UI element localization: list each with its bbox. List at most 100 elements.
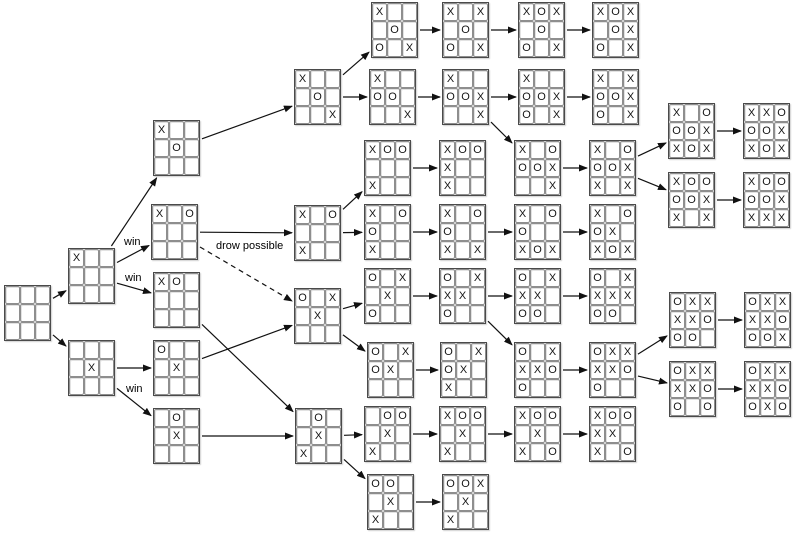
cell-H5-7-o-mark: O <box>605 305 620 323</box>
cell-D2-7-empty <box>310 242 325 260</box>
cell-A-7-empty <box>20 322 35 340</box>
cell-C4-3-empty <box>154 359 169 377</box>
cell-I1-2-o-mark: O <box>699 104 714 122</box>
cell-E5-5-empty <box>395 287 410 305</box>
cell-H2-1-empty <box>608 70 623 88</box>
cell-E2-0-x-mark: X <box>370 70 385 88</box>
cell-H1-0-x-mark: X <box>593 3 608 21</box>
cell-J1-8-x-mark: X <box>774 140 789 158</box>
cell-H6-0-o-mark: O <box>590 343 605 361</box>
cell-G5-8-empty <box>545 305 560 323</box>
cell-F7-4-x-mark: X <box>455 425 470 443</box>
cell-D3-6-empty <box>295 325 310 343</box>
cell-D1-3-empty <box>295 88 310 106</box>
cell-C3-3-empty <box>154 291 169 309</box>
cell-E5-6-o-mark: O <box>365 305 380 323</box>
cell-C4-7-empty <box>169 377 184 395</box>
cell-F4-6-x-mark: X <box>440 241 455 259</box>
cell-G1-5-empty <box>549 21 564 39</box>
cell-C1-6-empty <box>154 157 169 175</box>
cell-F8-4-x-mark: X <box>458 493 473 511</box>
cell-E5-3-empty <box>365 287 380 305</box>
cell-G4-5-empty <box>545 223 560 241</box>
cell-F3-5-empty <box>470 159 485 177</box>
edge-label-win-1: win <box>125 272 142 284</box>
cell-I4-3-x-mark: X <box>670 380 685 398</box>
cell-J1-0-x-mark: X <box>744 104 759 122</box>
cell-E1-3-empty <box>372 21 387 39</box>
cell-E3-5-empty <box>395 159 410 177</box>
cell-H6-1-x-mark: X <box>605 343 620 361</box>
cell-J2-0-x-mark: X <box>744 173 759 191</box>
cell-F7-8-empty <box>470 443 485 461</box>
cell-F8-0-o-mark: O <box>443 475 458 493</box>
edge-B1-to-C2 <box>116 244 150 264</box>
cell-D1-8-x-mark: X <box>325 106 340 124</box>
cell-F2-5-x-mark: X <box>473 88 488 106</box>
cell-F2-8-x-mark: X <box>473 106 488 124</box>
cell-C3-8-empty <box>184 309 199 327</box>
cell-C3-0-x-mark: X <box>154 273 169 291</box>
cell-G2-0-x-mark: X <box>519 70 534 88</box>
cell-I3-8-empty <box>700 329 715 347</box>
cell-I2-0-x-mark: X <box>669 173 684 191</box>
cell-B1-4-empty <box>84 267 99 285</box>
cell-F2-6-empty <box>443 106 458 124</box>
cell-E1-6-o-mark: O <box>372 39 387 57</box>
cell-D2-5-empty <box>325 224 340 242</box>
cell-E8-2-empty <box>398 475 413 493</box>
cell-E3-8-empty <box>395 177 410 195</box>
cell-B2-1-empty <box>84 341 99 359</box>
cell-D4-8-empty <box>326 445 341 463</box>
cell-J2-1-o-mark: O <box>759 173 774 191</box>
cell-H5-1-empty <box>605 269 620 287</box>
cell-E8-5-empty <box>398 493 413 511</box>
cell-E4-6-x-mark: X <box>365 241 380 259</box>
edge-B1-to-C1 <box>110 177 158 247</box>
cell-G5-2-x-mark: X <box>545 269 560 287</box>
cell-E7-4-x-mark: X <box>380 425 395 443</box>
cell-I3-3-x-mark: X <box>670 311 685 329</box>
cell-J4-8-o-mark: O <box>775 398 790 416</box>
cell-H5-5-x-mark: X <box>620 287 635 305</box>
edge-label-drow-possible-3: drow possible <box>216 240 284 252</box>
cell-J1-1-x-mark: X <box>759 104 774 122</box>
cell-I1-8-x-mark: X <box>699 140 714 158</box>
cell-I3-7-o-mark: O <box>685 329 700 347</box>
cell-G4-8-x-mark: X <box>545 241 560 259</box>
cell-F1-3-empty <box>443 21 458 39</box>
cell-A-2-empty <box>35 286 50 304</box>
cell-H5-4-x-mark: X <box>605 287 620 305</box>
cell-D2-2-o-mark: O <box>325 206 340 224</box>
cell-F1-6-o-mark: O <box>443 39 458 57</box>
cell-H6-7-empty <box>605 379 620 397</box>
cell-D2-3-empty <box>295 224 310 242</box>
edge-D3-to-E5 <box>342 302 363 310</box>
cell-I3-6-o-mark: O <box>670 329 685 347</box>
cell-J2-6-x-mark: X <box>744 209 759 227</box>
cell-I1-0-x-mark: X <box>669 104 684 122</box>
cell-C5-8-empty <box>184 445 199 463</box>
cell-J1-3-o-mark: O <box>744 122 759 140</box>
cell-E8-4-x-mark: X <box>383 493 398 511</box>
edge-label-win-0: win <box>124 236 141 248</box>
cell-H4-1-empty <box>605 205 620 223</box>
cell-D4-3-empty <box>296 427 311 445</box>
cell-H3-2-o-mark: O <box>620 141 635 159</box>
cell-C5-3-empty <box>154 427 169 445</box>
cell-F3-1-o-mark: O <box>455 141 470 159</box>
cell-E3-3-empty <box>365 159 380 177</box>
cell-C4-5-empty <box>184 359 199 377</box>
edge-D1-to-E1 <box>342 51 370 76</box>
cell-F4-4-empty <box>455 223 470 241</box>
